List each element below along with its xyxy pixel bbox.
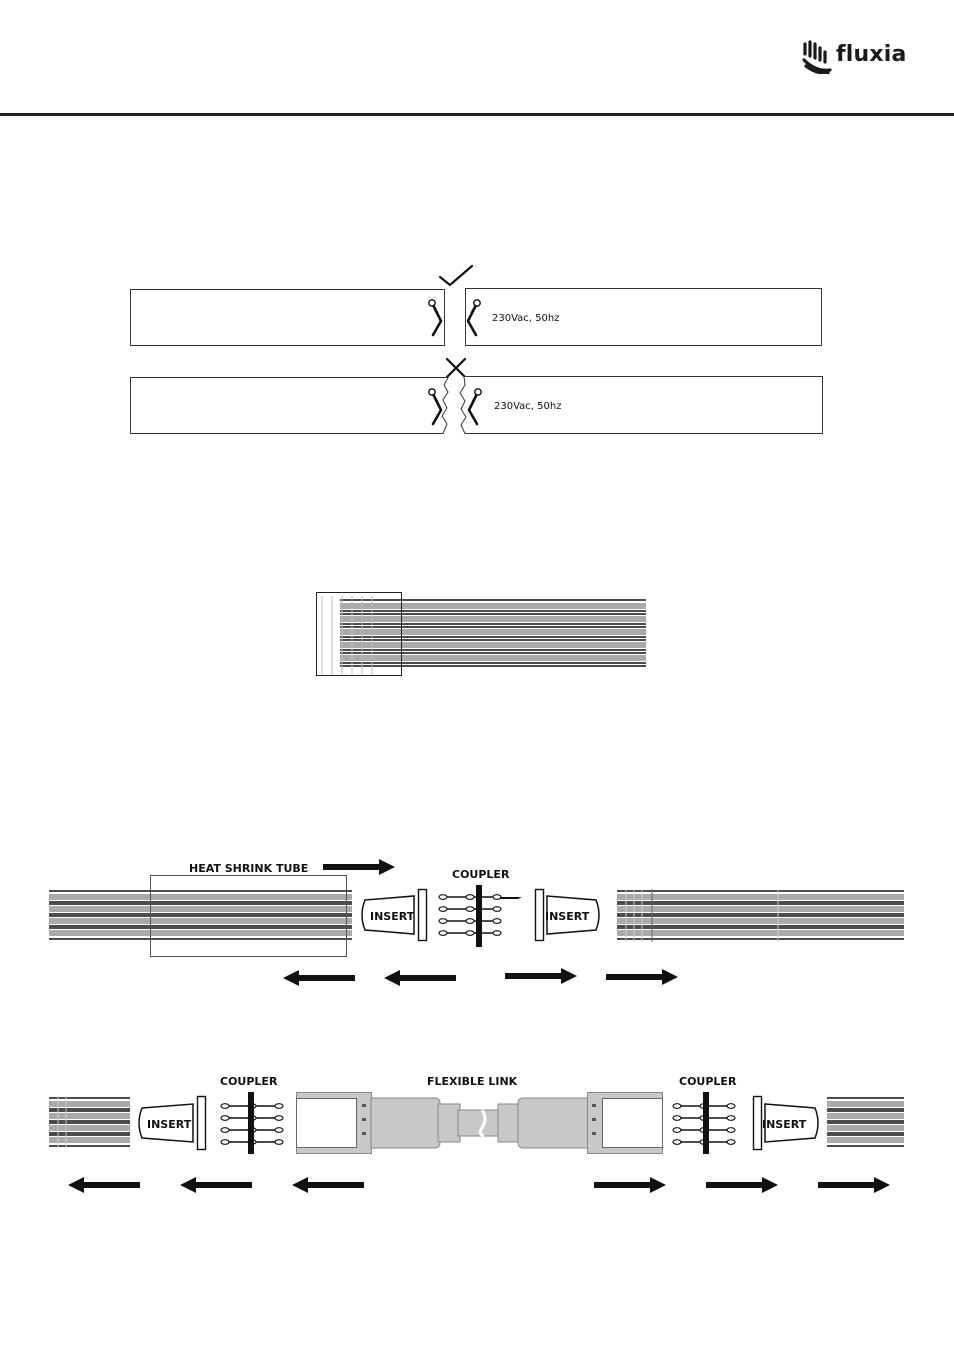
arrow-right-icon <box>323 859 395 875</box>
stripped-wire-end <box>317 593 647 676</box>
coupler-left-label: COUPLER <box>220 1075 278 1088</box>
arrow-left-icon <box>68 1177 140 1193</box>
arrow-left-icon <box>283 970 355 986</box>
arrow-left-icon <box>292 1177 364 1193</box>
coupler-left: COUPLER <box>220 1075 283 1154</box>
cable-right <box>617 889 904 942</box>
arrow-right-icon <box>706 1177 778 1193</box>
insert-right-label: INSERT <box>545 910 590 923</box>
cut-diagram: 230Vac, 50hz 230Vac, 50hz <box>131 266 823 434</box>
insert-left-label: INSERT <box>370 910 415 923</box>
strip-left-correct <box>131 290 445 346</box>
flexible-link: FLEXIBLE LINK <box>297 1075 663 1154</box>
coupler-label: COUPLER <box>452 868 510 881</box>
coupler-right: COUPLER <box>673 1075 737 1154</box>
voltage-label-wrong: 230Vac, 50hz <box>494 401 561 412</box>
insert-left-label: INSERT <box>147 1118 192 1131</box>
arrow-right-icon <box>818 1177 890 1193</box>
coupler-right-label: COUPLER <box>679 1075 737 1088</box>
checkmark-icon <box>440 266 472 285</box>
coupler: COUPLER <box>439 868 522 947</box>
insert-left: INSERT <box>139 1097 206 1150</box>
heat-shrink-label: HEAT SHRINK TUBE <box>189 862 308 875</box>
cross-icon <box>447 359 465 377</box>
insert-right-label: INSERT <box>762 1118 807 1131</box>
cable-left <box>49 876 352 957</box>
flexible-link-diagram: INSERT COUPLER FLEXIBLE LINK <box>49 1075 904 1193</box>
arrow-right-icon <box>606 969 678 985</box>
insert-right: INSERT <box>536 890 600 941</box>
strip-left-wrong <box>131 378 449 434</box>
insert-right: INSERT <box>754 1097 819 1150</box>
arrow-right-icon <box>505 968 577 984</box>
cable-stub-right <box>827 1098 904 1146</box>
cable-stub-left <box>49 1096 130 1148</box>
voltage-label-correct: 230Vac, 50hz <box>492 313 559 324</box>
assembly-diagram: HEAT SHRINK TUBE INSERT COUPLER INSERT <box>49 859 904 986</box>
flexible-link-label: FLEXIBLE LINK <box>427 1075 518 1088</box>
arrow-left-icon <box>180 1177 252 1193</box>
arrow-left-icon <box>384 970 456 986</box>
arrow-right-icon <box>594 1177 666 1193</box>
insert-left: INSERT <box>362 890 427 941</box>
